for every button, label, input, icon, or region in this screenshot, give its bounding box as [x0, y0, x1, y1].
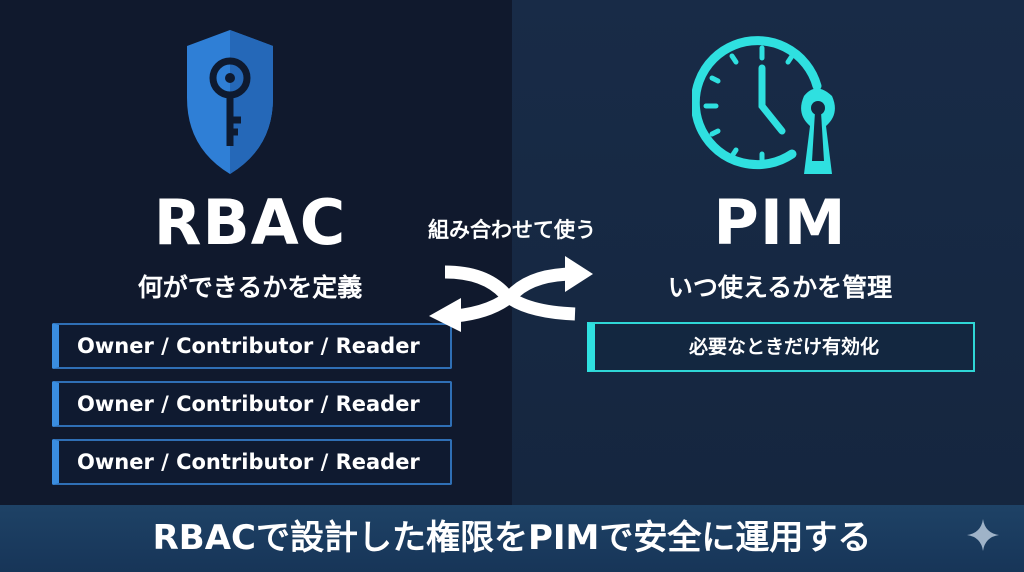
role-item: Owner / Contributor / Reader [52, 323, 452, 369]
pim-title: PIM [713, 186, 847, 259]
pim-panel [512, 0, 1024, 505]
pim-activation-box: 必要なときだけ有効化 [587, 322, 975, 372]
role-item: Owner / Contributor / Reader [52, 439, 452, 485]
rbac-subtitle: 何ができるかを定義 [137, 273, 363, 302]
shuffle-arrows-icon [429, 256, 593, 332]
clock-lock-icon [692, 36, 835, 174]
rbac-title: RBAC [153, 186, 347, 259]
pim-subtitle: いつ使えるかを管理 [667, 273, 893, 302]
shield-key-icon [187, 30, 273, 174]
sparkle-icon [967, 519, 999, 551]
role-item: Owner / Contributor / Reader [52, 381, 452, 427]
connector-label: 組み合わせて使う [428, 218, 596, 242]
footer-banner: RBACで設計した権限をPIMで安全に運用する [0, 505, 1024, 572]
